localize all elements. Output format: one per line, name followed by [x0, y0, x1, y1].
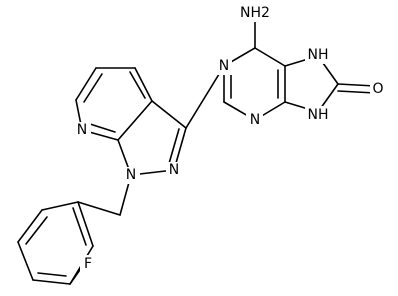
atom-label-n-pym-left: N [219, 58, 229, 74]
atom-n-1: N [123, 167, 140, 184]
bond [17, 241, 34, 281]
bond [134, 67, 153, 102]
atom-f: F [80, 255, 96, 273]
atom-label-nh-9: NH [308, 107, 329, 123]
bond [77, 201, 121, 216]
bond [89, 123, 116, 133]
atom-nh-9: NH [305, 106, 331, 124]
bond-lines [17, 19, 376, 285]
bond [32, 279, 71, 285]
bond [77, 201, 94, 247]
atom-n-pym-right: N [246, 111, 263, 128]
atom-nh2: NH2 [239, 4, 271, 22]
bond [167, 128, 180, 168]
bond [185, 65, 225, 129]
bond [151, 100, 187, 129]
atom-label-nh-7: NH [308, 47, 329, 63]
atom-nh-7: NH [305, 46, 331, 64]
bond [337, 83, 376, 87]
atom-label-n-pym-right: N [250, 112, 260, 128]
bond [25, 216, 48, 245]
atom-n-pym-left: N [215, 58, 232, 75]
bond [41, 201, 79, 211]
atom-label-n-1: N [126, 167, 136, 183]
bond [75, 67, 97, 101]
atom-label-nh2: NH2 [240, 5, 270, 21]
bond [37, 272, 67, 277]
bond [72, 207, 87, 246]
atom-labels: NH2 N N NH NH O [74, 4, 386, 273]
bond [337, 90, 376, 94]
bond [117, 100, 153, 141]
bond [129, 71, 146, 99]
atom-n-2: N [166, 162, 183, 179]
atom-o: O [370, 80, 386, 98]
atom-label-n-2: N [169, 162, 179, 178]
atom-label-o: O [372, 81, 383, 97]
bond [83, 73, 103, 103]
atom-label-n-pyridine: N [77, 122, 87, 138]
bond [254, 47, 286, 67]
atom-n-pyridine: N [74, 122, 91, 139]
bond [17, 209, 43, 243]
atom-label-f: F [84, 256, 92, 272]
